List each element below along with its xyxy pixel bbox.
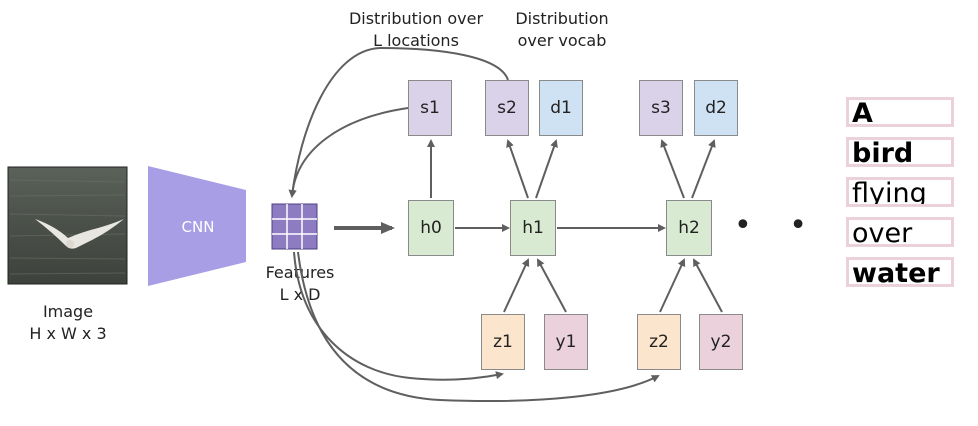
node-h0: h0 [408,200,454,256]
node-z1: z1 [481,314,525,370]
node-h2: h2 [666,200,712,256]
dist-vocab-label-line2: over vocab [517,31,607,50]
node-d1: d1 [539,80,583,136]
features-label-line1: Features [265,263,335,282]
sequence-ellipsis: • • [734,208,821,243]
node-h1: h1 [510,200,556,256]
image-caption-line2: H x W x 3 [29,324,107,343]
features-label-line2: L x D [279,285,321,304]
node-y1: y1 [544,314,588,370]
caption-word: flying [846,177,954,207]
caption-word: water [846,257,954,287]
image-caption-line1: Image [42,302,94,321]
cnn-label: CNN [181,218,215,236]
node-d2: d2 [694,80,738,136]
node-y2: y2 [699,314,743,370]
dist-locations-label-line1: Distribution over [348,9,484,28]
node-z2: z2 [637,314,681,370]
caption-word: bird [846,137,954,167]
node-s1: s1 [408,80,452,136]
caption-word: A [846,97,954,127]
dist-vocab-label-line1: Distribution [515,9,609,28]
caption-word: over [846,217,954,247]
node-s2: s2 [485,80,529,136]
dist-locations-label-line2: L locations [373,31,459,50]
node-s3: s3 [639,80,683,136]
